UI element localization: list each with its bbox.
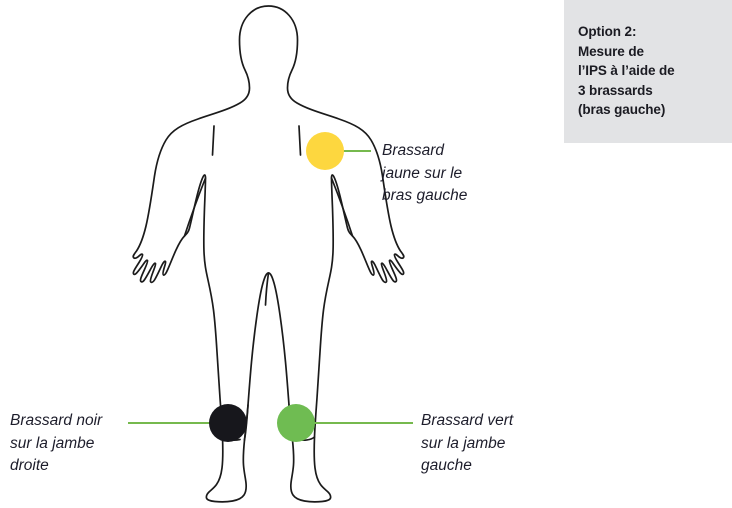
info-box: Option 2: Mesure de l’IPS à l’aide de 3 … (564, 0, 732, 143)
marker-black-cuff[interactable] (209, 404, 247, 442)
leader-line-yellow-cuff (324, 149, 371, 153)
label-green-cuff: Brassard vert sur la jambe gauche (421, 412, 514, 474)
info-box-title: Option 2: Mesure de l’IPS à l’aide de 3 … (578, 24, 675, 117)
marker-green-cuff[interactable] (277, 404, 315, 442)
leader-line-black-cuff (128, 421, 232, 425)
label-black-cuff: Brassard noir sur la jambe droite (10, 412, 103, 474)
leader-line-green-cuff (296, 421, 413, 425)
label-yellow-cuff: Brassard jaune sur le bras gauche (382, 142, 468, 204)
marker-yellow-cuff[interactable] (306, 132, 344, 170)
